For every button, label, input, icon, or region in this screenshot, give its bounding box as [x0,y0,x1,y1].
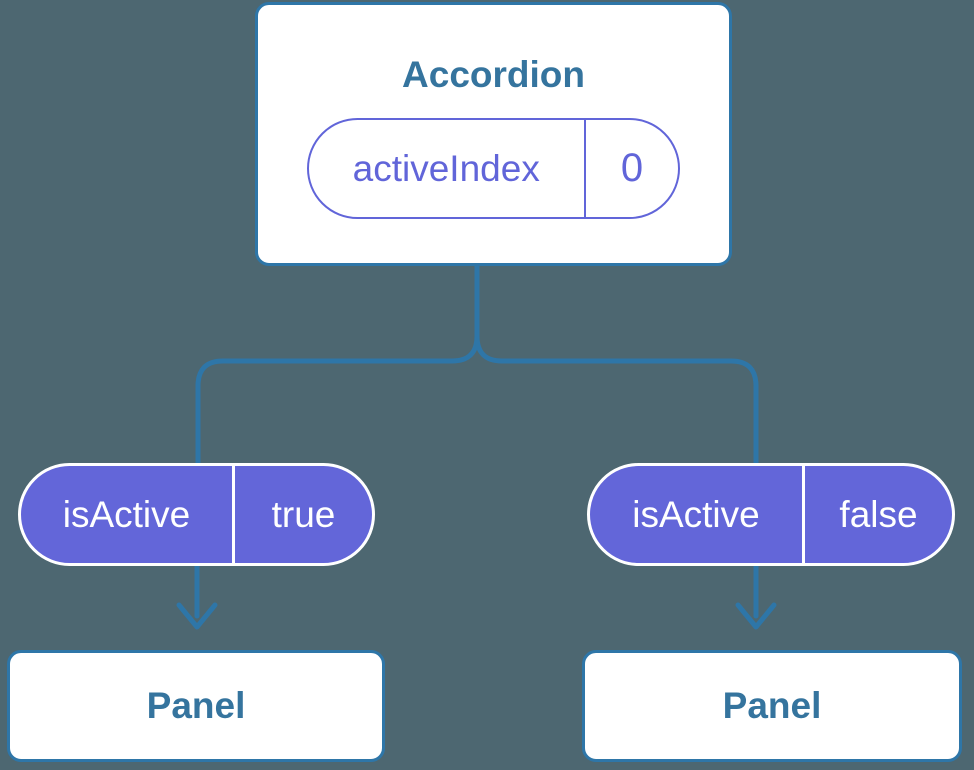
state-pill-divider [583,120,586,217]
prop-pill-left: isActive true [18,463,375,566]
prop-pill-left-divider [232,466,235,563]
panel-left-title: Panel [146,685,246,726]
arrow-down-left-icon [176,561,218,630]
panel-node-left: Panel [7,650,385,762]
panel-right-title: Panel [722,685,822,726]
prop-pill-right-divider [802,466,805,563]
arrow-down-right-icon [735,561,777,630]
accordion-title: Accordion [402,54,585,95]
state-pill-value: 0 [620,146,644,190]
state-pill: activeIndex 0 [307,118,680,219]
prop-pill-right-value: false [839,493,918,535]
fork-connector-left [195,261,480,471]
prop-pill-left-label: isActive [62,493,191,535]
panel-node-right: Panel [582,650,962,762]
prop-pill-right: isActive false [587,463,955,566]
prop-pill-right-label: isActive [632,493,760,535]
state-pill-label: activeIndex [352,147,540,189]
accordion-node: Accordion activeIndex 0 [255,2,732,266]
prop-pill-left-value: true [271,493,336,535]
fork-connector-right [474,261,759,471]
